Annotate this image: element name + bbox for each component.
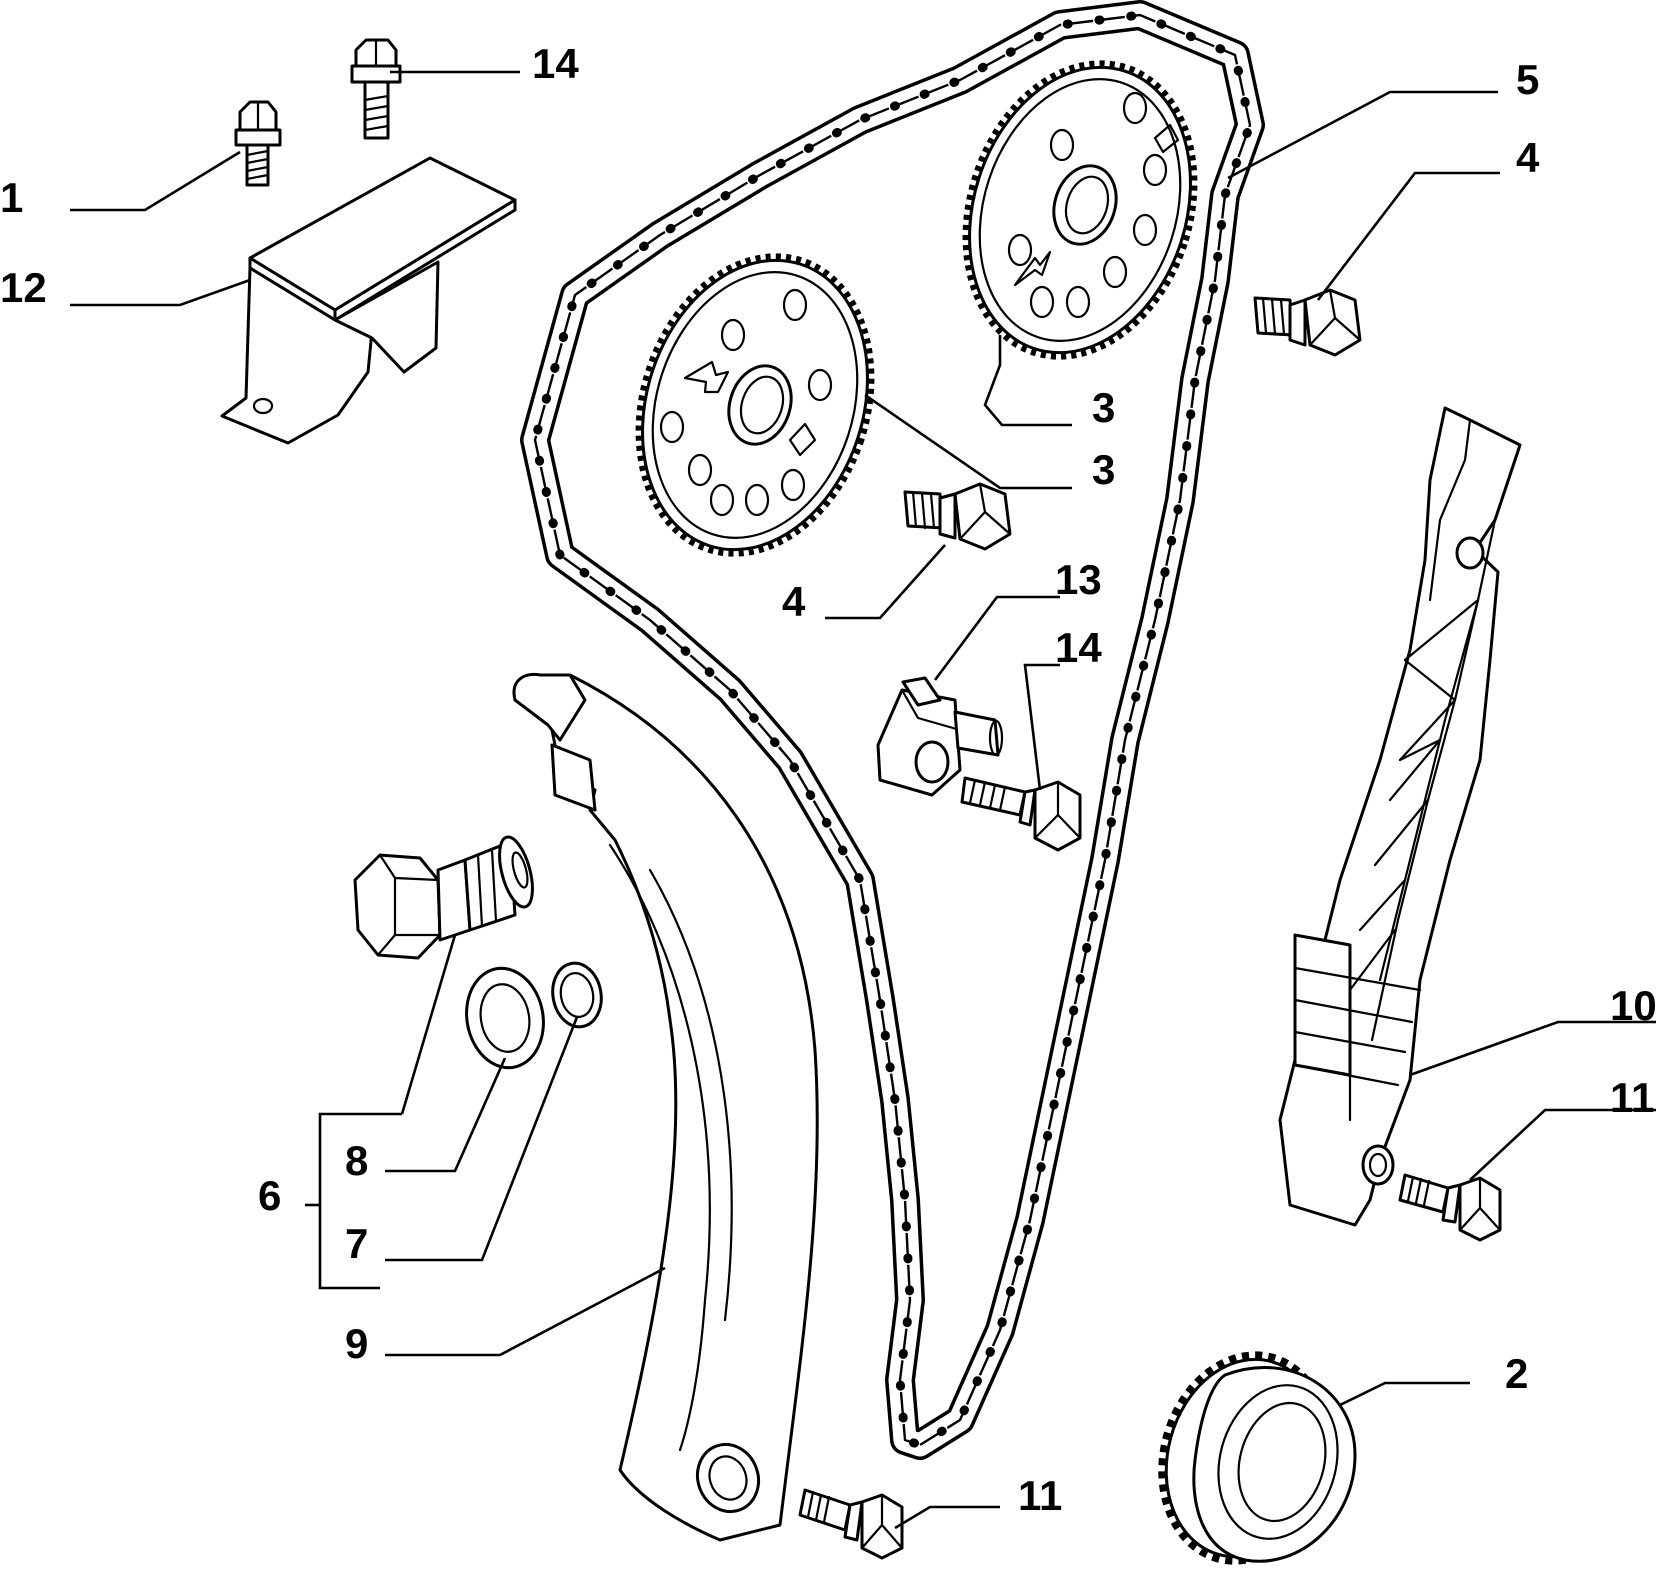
leader-lines bbox=[70, 70, 1656, 1530]
tensioner-shoe bbox=[512, 672, 819, 1542]
tensioner-bolt bbox=[353, 835, 534, 960]
bolt-1 bbox=[234, 100, 282, 187]
callout-4-center: 4 bbox=[782, 578, 806, 625]
callout-12: 12 bbox=[0, 264, 47, 311]
camshaft-sprocket-right bbox=[962, 60, 1198, 360]
callout-2: 2 bbox=[1505, 1350, 1528, 1397]
callout-8: 8 bbox=[345, 1137, 368, 1184]
bolt-14-middle bbox=[960, 776, 1082, 852]
callout-6: 6 bbox=[258, 1172, 281, 1219]
bolt-4-center bbox=[903, 482, 1012, 551]
pin-13 bbox=[876, 676, 1004, 797]
callout-13: 13 bbox=[1055, 556, 1102, 603]
sealing-washer-8 bbox=[465, 966, 545, 1070]
callout-labels: 1 12 14 5 4 3 3 4 13 14 10 11 6 8 7 9 2 … bbox=[0, 40, 1657, 1519]
chain-guide-bracket bbox=[220, 156, 517, 445]
callout-14-top: 14 bbox=[532, 40, 579, 87]
callout-3-upper: 3 bbox=[1092, 384, 1115, 431]
callout-4-right: 4 bbox=[1516, 134, 1540, 181]
callout-14-middle: 14 bbox=[1055, 624, 1102, 671]
callout-11-bottom: 11 bbox=[1018, 1472, 1062, 1519]
callout-5: 5 bbox=[1516, 56, 1539, 103]
camshaft-sprocket-left bbox=[635, 253, 875, 557]
sealing-washer-7 bbox=[551, 961, 603, 1029]
bolt-4-right bbox=[1253, 288, 1362, 357]
bolt-14-top bbox=[350, 38, 402, 140]
callout-10: 10 bbox=[1610, 982, 1657, 1029]
guide-bolt-11-right bbox=[1398, 1173, 1502, 1242]
timing-chain bbox=[520, 0, 1265, 1460]
callout-3-lower: 3 bbox=[1092, 446, 1115, 493]
crankshaft-sprocket bbox=[1158, 1351, 1357, 1565]
callout-9: 9 bbox=[345, 1320, 368, 1367]
guide-bolt-11-bottom bbox=[798, 1488, 904, 1560]
fixed-chain-guide bbox=[1278, 406, 1522, 1227]
callout-11-right: 11 bbox=[1610, 1074, 1654, 1121]
callout-7: 7 bbox=[345, 1220, 368, 1267]
callout-1: 1 bbox=[0, 174, 23, 221]
